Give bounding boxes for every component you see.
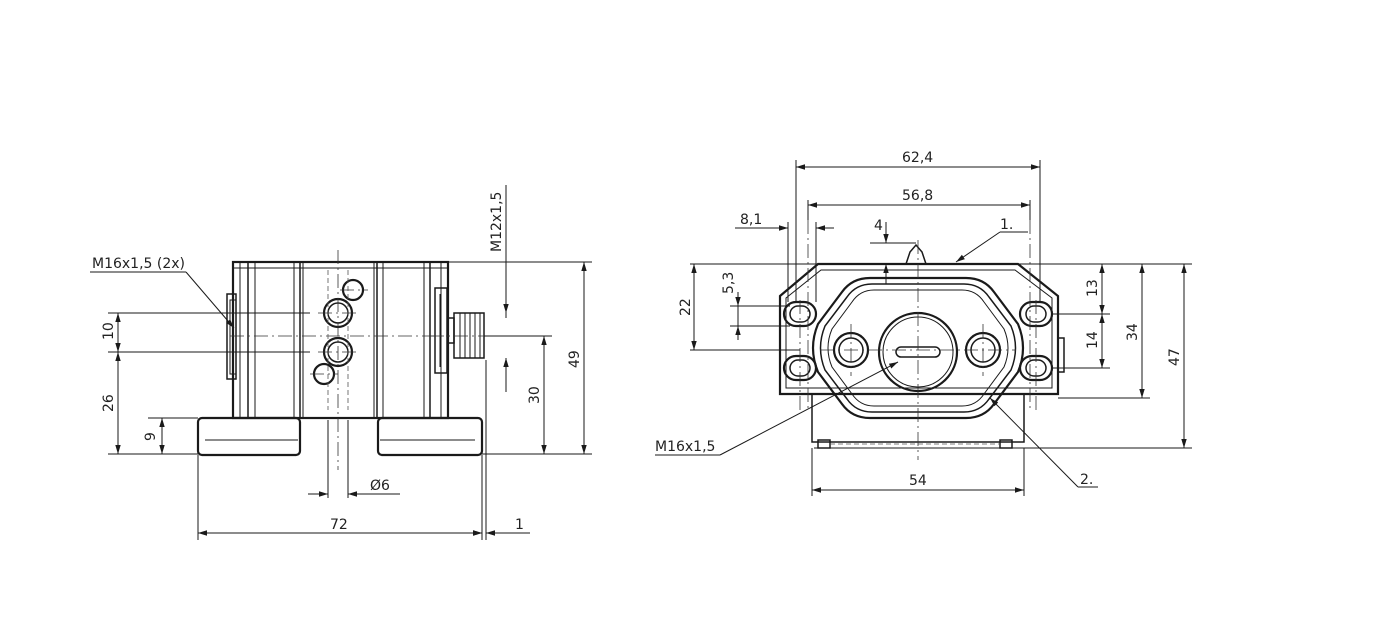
dim-8-1: 8,1 bbox=[740, 212, 762, 228]
m16-callout: M16x1,5 bbox=[655, 439, 715, 455]
dim-4: 4 bbox=[874, 218, 883, 234]
right-center-lines bbox=[799, 220, 1037, 460]
right-dimension-lines bbox=[691, 164, 1187, 493]
right-labels: 62,4 56,8 8,1 4 1. 22 5,3 13 14 34 47 M1… bbox=[655, 150, 1183, 489]
top-outlet bbox=[905, 243, 927, 265]
dim-56-8: 56,8 bbox=[902, 188, 933, 204]
dim-14: 14 bbox=[1085, 331, 1101, 349]
item-1-callout: 1. bbox=[1000, 217, 1013, 233]
left-base-feet bbox=[196, 416, 484, 457]
right-extension-lines bbox=[690, 160, 1192, 496]
m16-2x-leader bbox=[90, 271, 235, 329]
flange-plate bbox=[811, 276, 1025, 420]
m12-callout: M12x1,5 bbox=[489, 192, 505, 252]
dim-5-3: 5,3 bbox=[721, 272, 737, 294]
dim-30: 30 bbox=[527, 386, 543, 404]
m12-connector bbox=[447, 312, 485, 359]
dim-72: 72 bbox=[330, 517, 348, 533]
dim-1: 1 bbox=[515, 517, 524, 533]
left-holes bbox=[312, 278, 365, 386]
dim-phi6: Ø6 bbox=[370, 478, 390, 494]
m16-2x-callout: M16x1,5 (2x) bbox=[92, 256, 185, 272]
left-body-outline bbox=[231, 260, 450, 420]
dim-13: 13 bbox=[1085, 279, 1101, 297]
left-port-boss bbox=[226, 293, 237, 380]
right-port-boss bbox=[434, 287, 448, 374]
left-side-view: M16x1,5 (2x) M12x1,5 10 26 9 49 30 72 1 … bbox=[90, 185, 592, 540]
left-dimension-lines bbox=[115, 262, 587, 536]
item-2-callout: 2. bbox=[1080, 472, 1093, 488]
left-center-lines bbox=[230, 250, 495, 470]
dim-34: 34 bbox=[1125, 323, 1141, 341]
dim-47: 47 bbox=[1167, 348, 1183, 366]
dim-62-4: 62,4 bbox=[902, 150, 933, 166]
dim-49: 49 bbox=[567, 350, 583, 368]
left-labels: M16x1,5 (2x) M12x1,5 10 26 9 49 30 72 1 … bbox=[92, 192, 583, 533]
dim-54: 54 bbox=[909, 473, 927, 489]
dim-22: 22 bbox=[678, 298, 694, 316]
dim-9: 9 bbox=[143, 432, 159, 441]
dim-26: 26 bbox=[101, 394, 117, 412]
left-extension-lines bbox=[108, 185, 592, 540]
right-leaders bbox=[655, 231, 1098, 488]
right-front-view: 62,4 56,8 8,1 4 1. 22 5,3 13 14 34 47 M1… bbox=[655, 150, 1192, 496]
dim-10: 10 bbox=[101, 322, 117, 340]
